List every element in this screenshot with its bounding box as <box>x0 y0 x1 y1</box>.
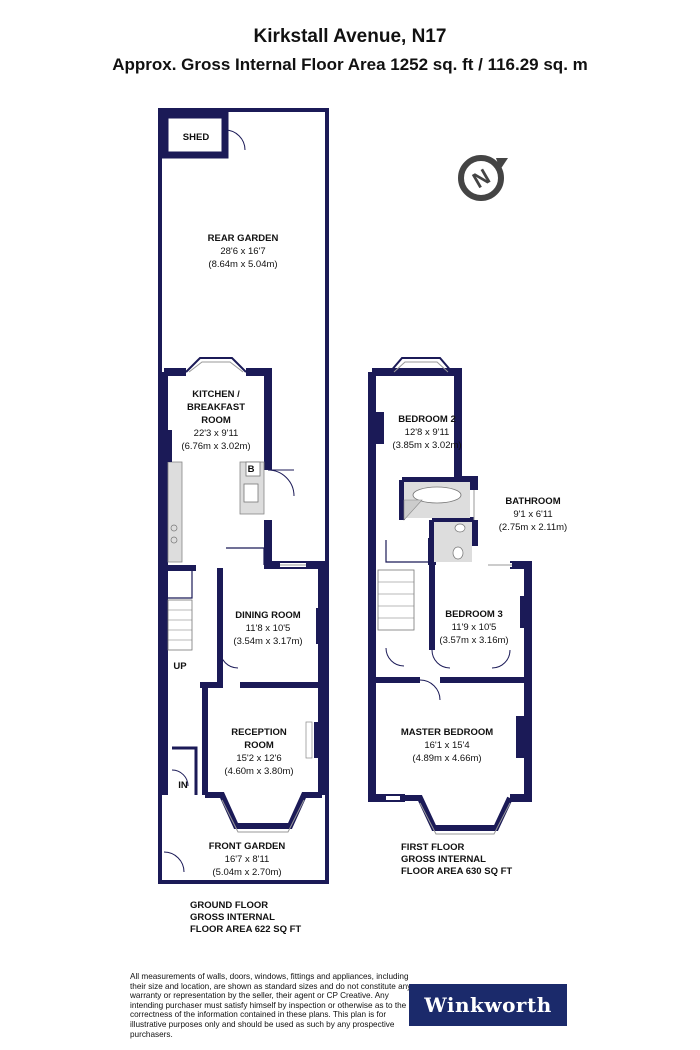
first-floor-plan <box>368 357 532 835</box>
room-dims-imperial-bathroom: 9'1 x 6'11 <box>513 509 552 520</box>
front-gate-swing <box>163 851 185 873</box>
ground-labels: SHED REAR GARDEN 28'6 x 16'7 (8.64m x 5.… <box>173 132 302 935</box>
brand-name: Winkworth <box>424 993 552 1017</box>
sink-icon <box>243 483 259 503</box>
ground-stairs <box>167 599 193 651</box>
room-name-kitchen-line3: ROOM <box>201 415 231 426</box>
plan-subtitle: Approx. Gross Internal Floor Area 1252 s… <box>112 55 588 74</box>
room-name-reception-line1: RECEPTION <box>231 727 287 738</box>
brand-logo: Winkworth <box>409 984 567 1026</box>
shed-walls <box>161 111 229 159</box>
ground-area-line1: GROUND FLOOR <box>190 900 268 911</box>
room-dims-metric-bedroom2: (3.85m x 3.02m) <box>392 440 461 451</box>
boiler-marker: B <box>248 464 255 475</box>
bathtub-icon <box>412 486 462 504</box>
first-labels: BEDROOM 2 12'8 x 9'11 (3.85m x 3.02m) BA… <box>392 414 567 877</box>
toilet-icon <box>452 546 464 560</box>
ground-internal-walls <box>164 565 322 795</box>
room-dims-imperial-front-garden: 16'7 x 8'11 <box>225 854 270 865</box>
room-name-dining: DINING ROOM <box>235 610 301 621</box>
side-door-swing <box>267 469 295 497</box>
first-internal-walls <box>372 565 528 683</box>
room-dims-metric-reception: (4.60m x 3.80m) <box>224 766 293 777</box>
shed-door-swing <box>224 129 246 151</box>
stairs-up-marker: UP <box>173 661 187 672</box>
compass-icon: N <box>458 155 508 201</box>
ground-floor-plan <box>158 108 329 884</box>
entrance-in-marker: IN <box>178 780 188 791</box>
plan-title: Kirkstall Avenue, N17 <box>253 26 447 47</box>
room-name-shed: SHED <box>183 132 210 143</box>
kitchen-worktop-left <box>167 461 183 563</box>
room-dims-metric-bathroom: (2.75m x 2.11m) <box>499 522 567 533</box>
first-stairs <box>377 569 415 631</box>
room-dims-metric-bedroom3: (3.57m x 3.16m) <box>439 635 508 646</box>
room-dims-metric-rear-garden: (8.64m x 5.04m) <box>208 259 277 270</box>
basin-icon <box>454 523 466 533</box>
ground-area-line3: FLOOR AREA 622 SQ FT <box>190 924 301 935</box>
master-bay-window <box>405 795 513 831</box>
ground-area-line2: GROSS INTERNAL <box>190 912 275 923</box>
room-name-kitchen-line1: KITCHEN / <box>192 389 240 400</box>
kitchen-bay-window <box>185 357 247 373</box>
room-dims-imperial-bedroom3: 11'9 x 10'5 <box>452 622 497 633</box>
room-dims-metric-master: (4.89m x 4.66m) <box>412 753 481 764</box>
room-dims-imperial-reception: 15'2 x 12'6 <box>236 753 281 764</box>
room-dims-imperial-bedroom2: 12'8 x 9'11 <box>405 427 450 438</box>
hob-icon <box>170 524 178 532</box>
room-dims-metric-kitchen: (6.76m x 3.02m) <box>181 441 250 452</box>
room-name-master: MASTER BEDROOM <box>401 727 493 738</box>
room-name-rear-garden: REAR GARDEN <box>208 233 279 244</box>
ground-outer-walls <box>160 368 326 795</box>
room-name-kitchen-line2: BREAKFAST <box>187 402 245 413</box>
room-name-reception-line2: ROOM <box>244 740 274 751</box>
room-name-front-garden: FRONT GARDEN <box>209 841 286 852</box>
room-dims-imperial-rear-garden: 28'6 x 16'7 <box>220 246 265 257</box>
room-name-bedroom2: BEDROOM 2 <box>398 414 456 425</box>
first-area-line3: FLOOR AREA 630 SQ FT <box>401 866 512 877</box>
room-dims-imperial-dining: 11'8 x 10'5 <box>246 623 291 634</box>
compass-letter: N <box>468 164 494 194</box>
room-dims-imperial-master: 16'1 x 15'4 <box>424 740 469 751</box>
reception-bay-window <box>205 792 322 829</box>
disclaimer-text: All measurements of walls, doors, window… <box>130 972 412 1039</box>
room-dims-imperial-kitchen: 22'3 x 9'11 <box>194 428 239 439</box>
room-name-bathroom: BATHROOM <box>505 496 560 507</box>
room-dims-metric-front-garden: (5.04m x 2.70m) <box>212 867 281 878</box>
first-area-line1: FIRST FLOOR <box>401 842 464 853</box>
boiler-icon <box>245 461 261 477</box>
first-area-line2: GROSS INTERNAL <box>401 854 486 865</box>
bathroom-walls <box>399 477 474 565</box>
room-name-bedroom3: BEDROOM 3 <box>445 609 503 620</box>
room-dims-metric-dining: (3.54m x 3.17m) <box>233 636 302 647</box>
